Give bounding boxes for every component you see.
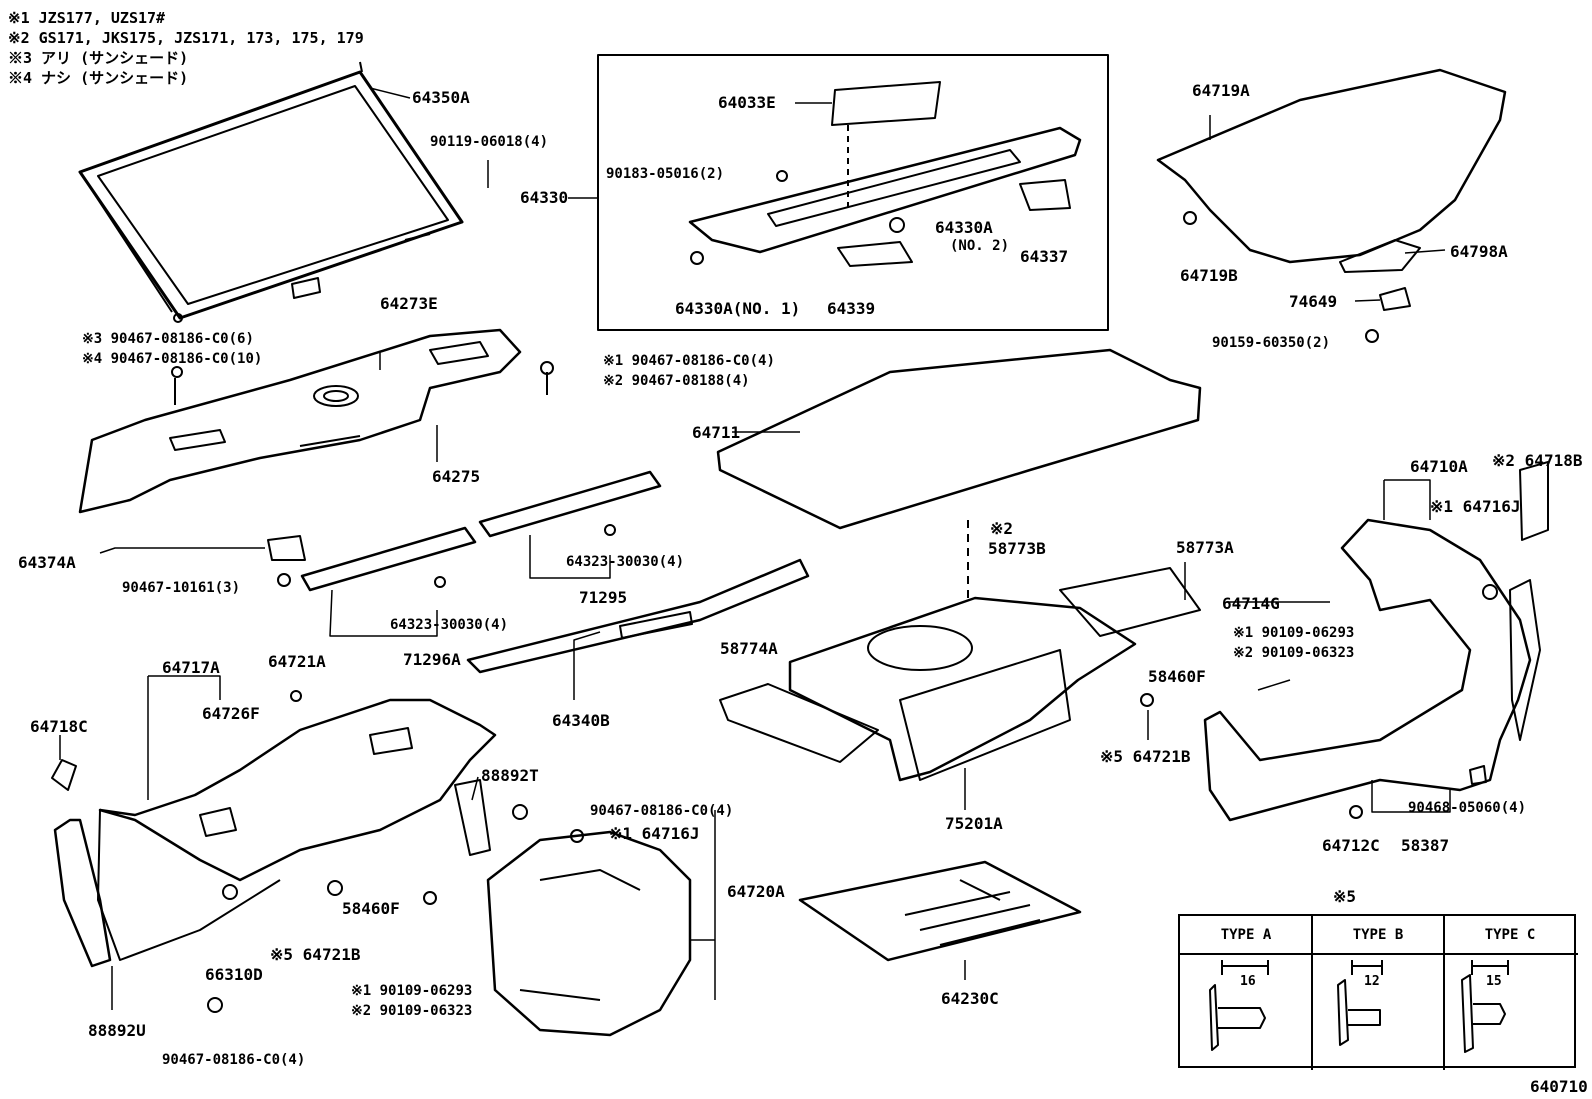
label-64716J-right: ※1 64716J	[1430, 497, 1521, 516]
label-64323-30030-b: 64323-30030(4)	[566, 554, 685, 570]
type-a-dimension: 16	[1240, 974, 1256, 989]
label-58460F-left: 58460F	[342, 899, 400, 918]
label-90467-note3: ※3 90467-08186-C0(6)	[82, 331, 254, 347]
label-64340B: 64340B	[552, 711, 610, 730]
label-90467-note2: ※2 90467-08188(4)	[603, 373, 750, 389]
label-90467-10161: 90467-10161(3)	[122, 580, 241, 596]
type-a-header: TYPE A	[1220, 927, 1272, 943]
label-90467-08186-bottom: 90467-08186-C0(4)	[162, 1052, 306, 1068]
label-64323-30030-a: 64323-30030(4)	[390, 617, 509, 633]
label-64710A: 64710A	[1410, 457, 1468, 476]
label-90109-06323-right: ※2 90109-06323	[1233, 645, 1355, 661]
table-title: ※5	[1333, 887, 1357, 906]
label-64718C: 64718C	[30, 717, 88, 736]
label-90183-05016: 90183-05016(2)	[606, 166, 725, 182]
label-90159-60350: 90159-60350(2)	[1212, 335, 1331, 351]
type-c-dimension: 15	[1486, 974, 1502, 989]
package-tray-64275	[78, 328, 554, 514]
note-4: ※4 ナシ (サンシェード)	[8, 69, 189, 87]
right-side-trim-64710A	[1140, 461, 1549, 822]
label-88892T: 88892T	[481, 766, 539, 785]
label-90109-06293-right: ※1 90109-06293	[1233, 625, 1355, 641]
label-64330: 64330	[520, 188, 569, 207]
label-71296A: 71296A	[403, 650, 461, 669]
label-90109-06293-left: ※1 90109-06293	[351, 983, 473, 999]
label-64350A: 64350A	[412, 88, 470, 107]
label-64716J-left: ※1 64716J	[609, 824, 700, 843]
label-64330A-no1: 64330A(NO. 1)	[675, 299, 801, 318]
trunk-floor-75201A	[719, 520, 1201, 782]
label-64719B: 64719B	[1180, 266, 1238, 285]
type-c-header: TYPE C	[1484, 927, 1536, 943]
cargo-net-64230C	[798, 860, 1082, 962]
label-90467-note1: ※1 90467-08186-C0(4)	[603, 353, 775, 369]
table-grid	[1180, 916, 1578, 1070]
note-1: ※1 JZS177, UZS17#	[8, 9, 166, 27]
label-64719A: 64719A	[1192, 81, 1250, 100]
label-90467-note4: ※4 90467-08186-C0(10)	[82, 351, 263, 367]
label-90119-06018: 90119-06018(4)	[430, 134, 549, 150]
label-90467-08186-left: 90467-08186-C0(4)	[590, 803, 734, 819]
note-3: ※3 アリ (サンシェード)	[8, 49, 189, 67]
label-64275: 64275	[432, 467, 481, 486]
label-64711: 64711	[692, 423, 741, 442]
type-b-header: TYPE B	[1352, 927, 1404, 943]
label-71295: 71295	[579, 588, 628, 607]
label-64726F: 64726F	[202, 704, 260, 723]
label-64721B-left: ※5 64721B	[270, 945, 361, 964]
label-64718B: ※2 64718B	[1492, 451, 1583, 470]
label-64798A: 64798A	[1450, 242, 1508, 261]
label-58387: 58387	[1401, 836, 1450, 855]
label-58773A: 58773A	[1176, 538, 1234, 557]
label-58774A: 58774A	[720, 639, 778, 658]
label-64330A-no2: 64330A	[935, 218, 993, 237]
callout-box-64330	[597, 54, 1109, 331]
label-64273E: 64273E	[380, 294, 438, 313]
tray-cover-64330	[688, 81, 1082, 267]
label-64033E: 64033E	[718, 93, 776, 112]
label-64712C: 64712C	[1322, 836, 1380, 855]
label-64714G: 64714G	[1222, 594, 1280, 613]
type-b-dimension: 12	[1364, 974, 1380, 989]
trunk-mat-64711	[716, 348, 1202, 530]
label-64720A: 64720A	[727, 882, 785, 901]
label-90109-06323-left: ※2 90109-06323	[351, 1003, 473, 1019]
label-64230C: 64230C	[941, 989, 999, 1008]
label-88892U: 88892U	[88, 1021, 146, 1040]
label-64330A-no2-suffix: (NO. 2)	[950, 238, 1010, 254]
sill-plates	[267, 470, 810, 674]
note-2: ※2 GS171, JKS175, JZS171, 173, 175, 179	[8, 29, 364, 47]
label-75201A: 75201A	[945, 814, 1003, 833]
fastener-type-table: TYPE A TYPE B TYPE C 16 12 15	[1178, 914, 1578, 1070]
label-64721B-right: ※5 64721B	[1100, 747, 1191, 766]
label-64717A: 64717A	[162, 658, 220, 677]
label-74649: 74649	[1289, 292, 1338, 311]
figure-code: 640710	[1530, 1077, 1588, 1096]
label-64721A: 64721A	[268, 652, 326, 671]
trunk-lid-trim-64719A	[1156, 68, 1507, 343]
label-64337: 64337	[1020, 247, 1069, 266]
label-64339: 64339	[827, 299, 876, 318]
label-90468-05060: 90468-05060(4)	[1408, 800, 1527, 816]
left-side-trim-64717A	[51, 690, 692, 1037]
label-58460F-right: 58460F	[1148, 667, 1206, 686]
label-58773B: 58773B	[988, 539, 1046, 558]
label-66310D: 66310D	[205, 965, 263, 984]
sunshade-64350A	[78, 61, 464, 323]
label-58773B-note: ※2	[990, 519, 1014, 538]
leader-lines	[59, 87, 1451, 1010]
fastener-type-drawings	[1209, 960, 1509, 1053]
label-64374A: 64374A	[18, 553, 76, 572]
